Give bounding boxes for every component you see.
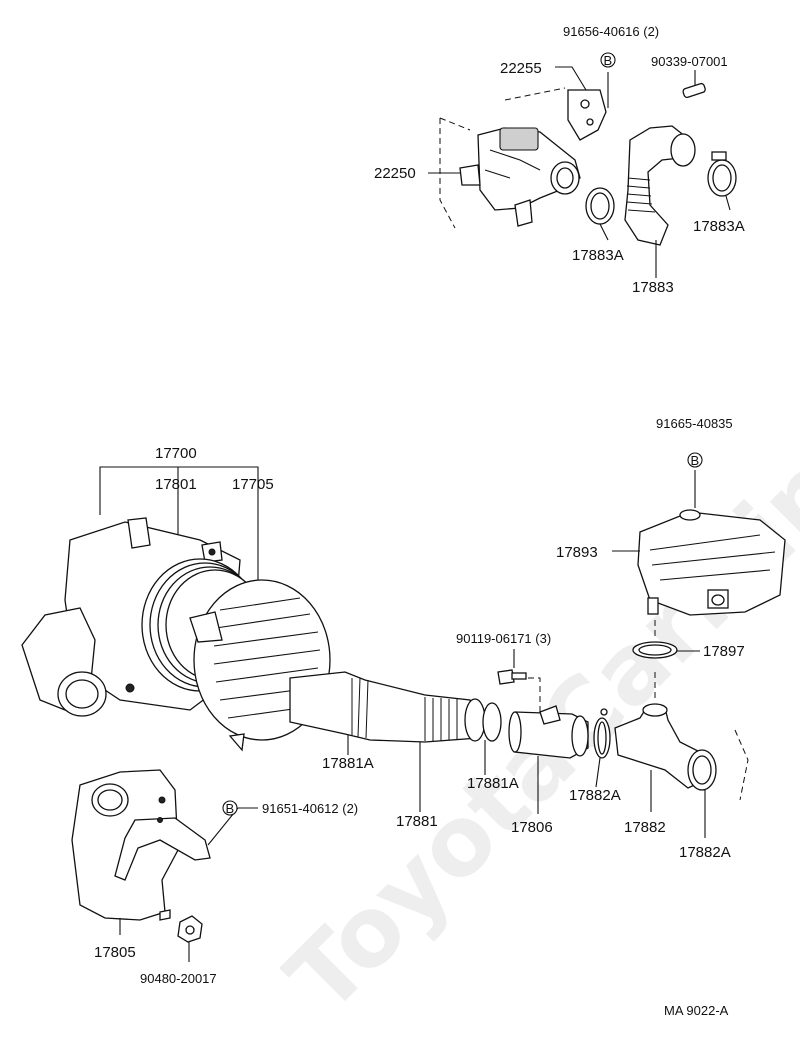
bolt-symbol-bracket: B — [222, 800, 238, 816]
label-91665-40835: 91665-40835 — [656, 416, 733, 431]
label-22255: 22255 — [500, 60, 542, 77]
main-leader-lines — [119, 470, 706, 962]
bolt-symbol-resonator: B — [687, 452, 703, 468]
label-17897: 17897 — [703, 643, 745, 660]
part-labels: 91656-40616 (2) 22255 90339-07001 22250 … — [94, 24, 745, 1018]
bracket-assembly — [71, 769, 211, 943]
label-17801: 17801 — [155, 476, 197, 493]
label-91656-40616: 91656-40616 (2) — [563, 24, 659, 39]
svg-text:B: B — [226, 801, 235, 816]
label-17882A-right: 17882A — [679, 844, 731, 861]
label-17882A-left: 17882A — [569, 787, 621, 804]
label-17881: 17881 — [396, 813, 438, 830]
intake-duct-assembly — [289, 669, 749, 801]
label-90119-06171: 90119-06171 (3) — [456, 631, 551, 646]
label-90480-20017: 90480-20017 — [140, 971, 217, 986]
label-17881A-right: 17881A — [467, 775, 519, 792]
label-17881A-left: 17881A — [322, 755, 374, 772]
air-cleaner-assembly — [21, 466, 331, 752]
label-17805: 17805 — [94, 944, 136, 961]
label-17806: 17806 — [511, 819, 553, 836]
label-17893: 17893 — [556, 544, 598, 561]
top-leader-lines — [428, 66, 731, 278]
label-17883: 17883 — [632, 279, 674, 296]
label-17700: 17700 — [155, 445, 197, 462]
svg-text:B: B — [604, 53, 613, 68]
figure-code: MA 9022-A — [664, 1003, 729, 1018]
label-17705: 17705 — [232, 476, 274, 493]
label-17882: 17882 — [624, 819, 666, 836]
label-22250: 22250 — [374, 165, 416, 182]
label-90339-07001: 90339-07001 — [651, 54, 728, 69]
label-17883A-left: 17883A — [572, 247, 624, 264]
bolt-symbol-top: B — [600, 52, 616, 68]
svg-text:B: B — [691, 453, 700, 468]
label-17883A-right: 17883A — [693, 218, 745, 235]
label-91651-40612: 91651-40612 (2) — [262, 801, 358, 816]
resonator-assembly — [632, 509, 786, 659]
throttle-body-assembly — [439, 82, 737, 246]
